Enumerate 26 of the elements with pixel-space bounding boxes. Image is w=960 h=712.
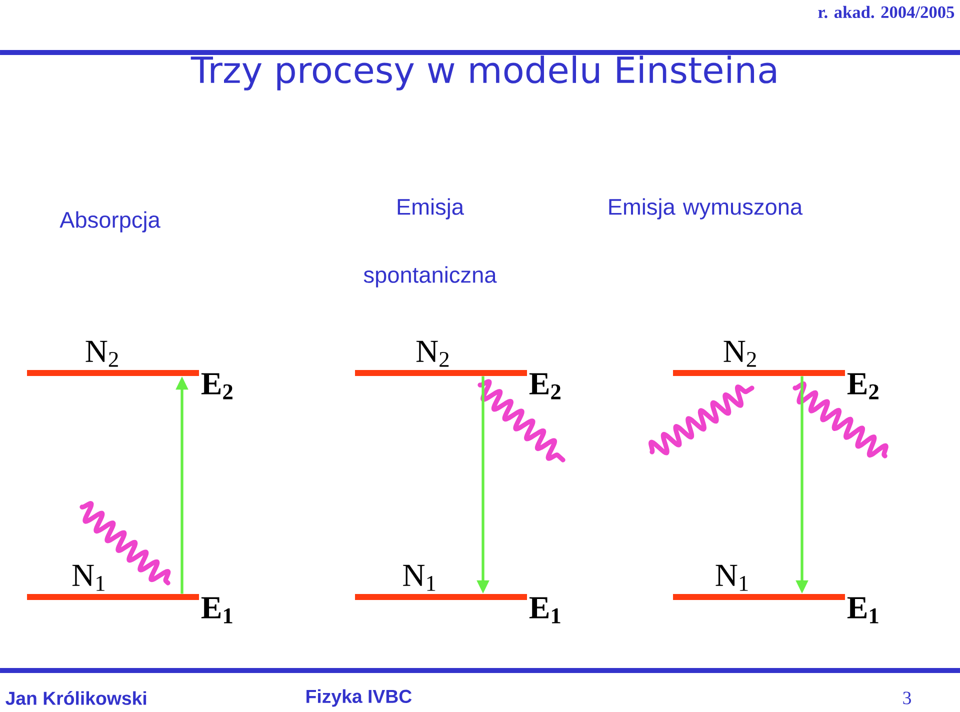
energy-level: N$_{1}$ E$_{1}$: [355, 564, 560, 624]
energy-level: N$_{1}$ E$_{1}$: [27, 564, 232, 624]
node-label: N$_{2}$: [86, 340, 118, 367]
header-text: r. akad. 2004/2005: [818, 6, 954, 18]
node-label: N$_{1}$: [72, 564, 104, 591]
node-label: N$_{1}$: [403, 564, 436, 591]
column-heading: Emisja wymuszona: [609, 198, 803, 220]
title: Trzy procesy w modelu Einsteina: [190, 56, 776, 90]
node-label: N$_{2}$: [416, 340, 449, 367]
energy-level: N$_{1}$ E$_{1}$: [673, 564, 878, 624]
column-heading: Absorpcja: [60, 211, 160, 232]
footer-text: Fizyka IVBC: [306, 689, 412, 707]
footer-text: Jan Królikowski: [6, 691, 146, 705]
node-label: E$_{1}$: [201, 597, 232, 624]
node-label: E$_{2}$: [529, 373, 560, 400]
column-heading: Emisja spontaniczna: [364, 198, 497, 288]
node-label: N$_{2}$: [724, 340, 756, 367]
energy-level: N$_{2}$ E$_{2}$: [355, 340, 560, 400]
node-label: N$_{1}$: [716, 564, 748, 591]
page-number: 3: [903, 692, 911, 704]
node-label: E$_{1}$: [529, 597, 560, 624]
node-label: E$_{2}$: [201, 373, 232, 400]
energy-level: N$_{2}$ E$_{2}$: [673, 340, 878, 400]
node-label: E$_{2}$: [847, 373, 878, 400]
energy-level: N$_{2}$ E$_{2}$: [27, 340, 232, 400]
node-label: E$_{1}$: [847, 597, 878, 624]
